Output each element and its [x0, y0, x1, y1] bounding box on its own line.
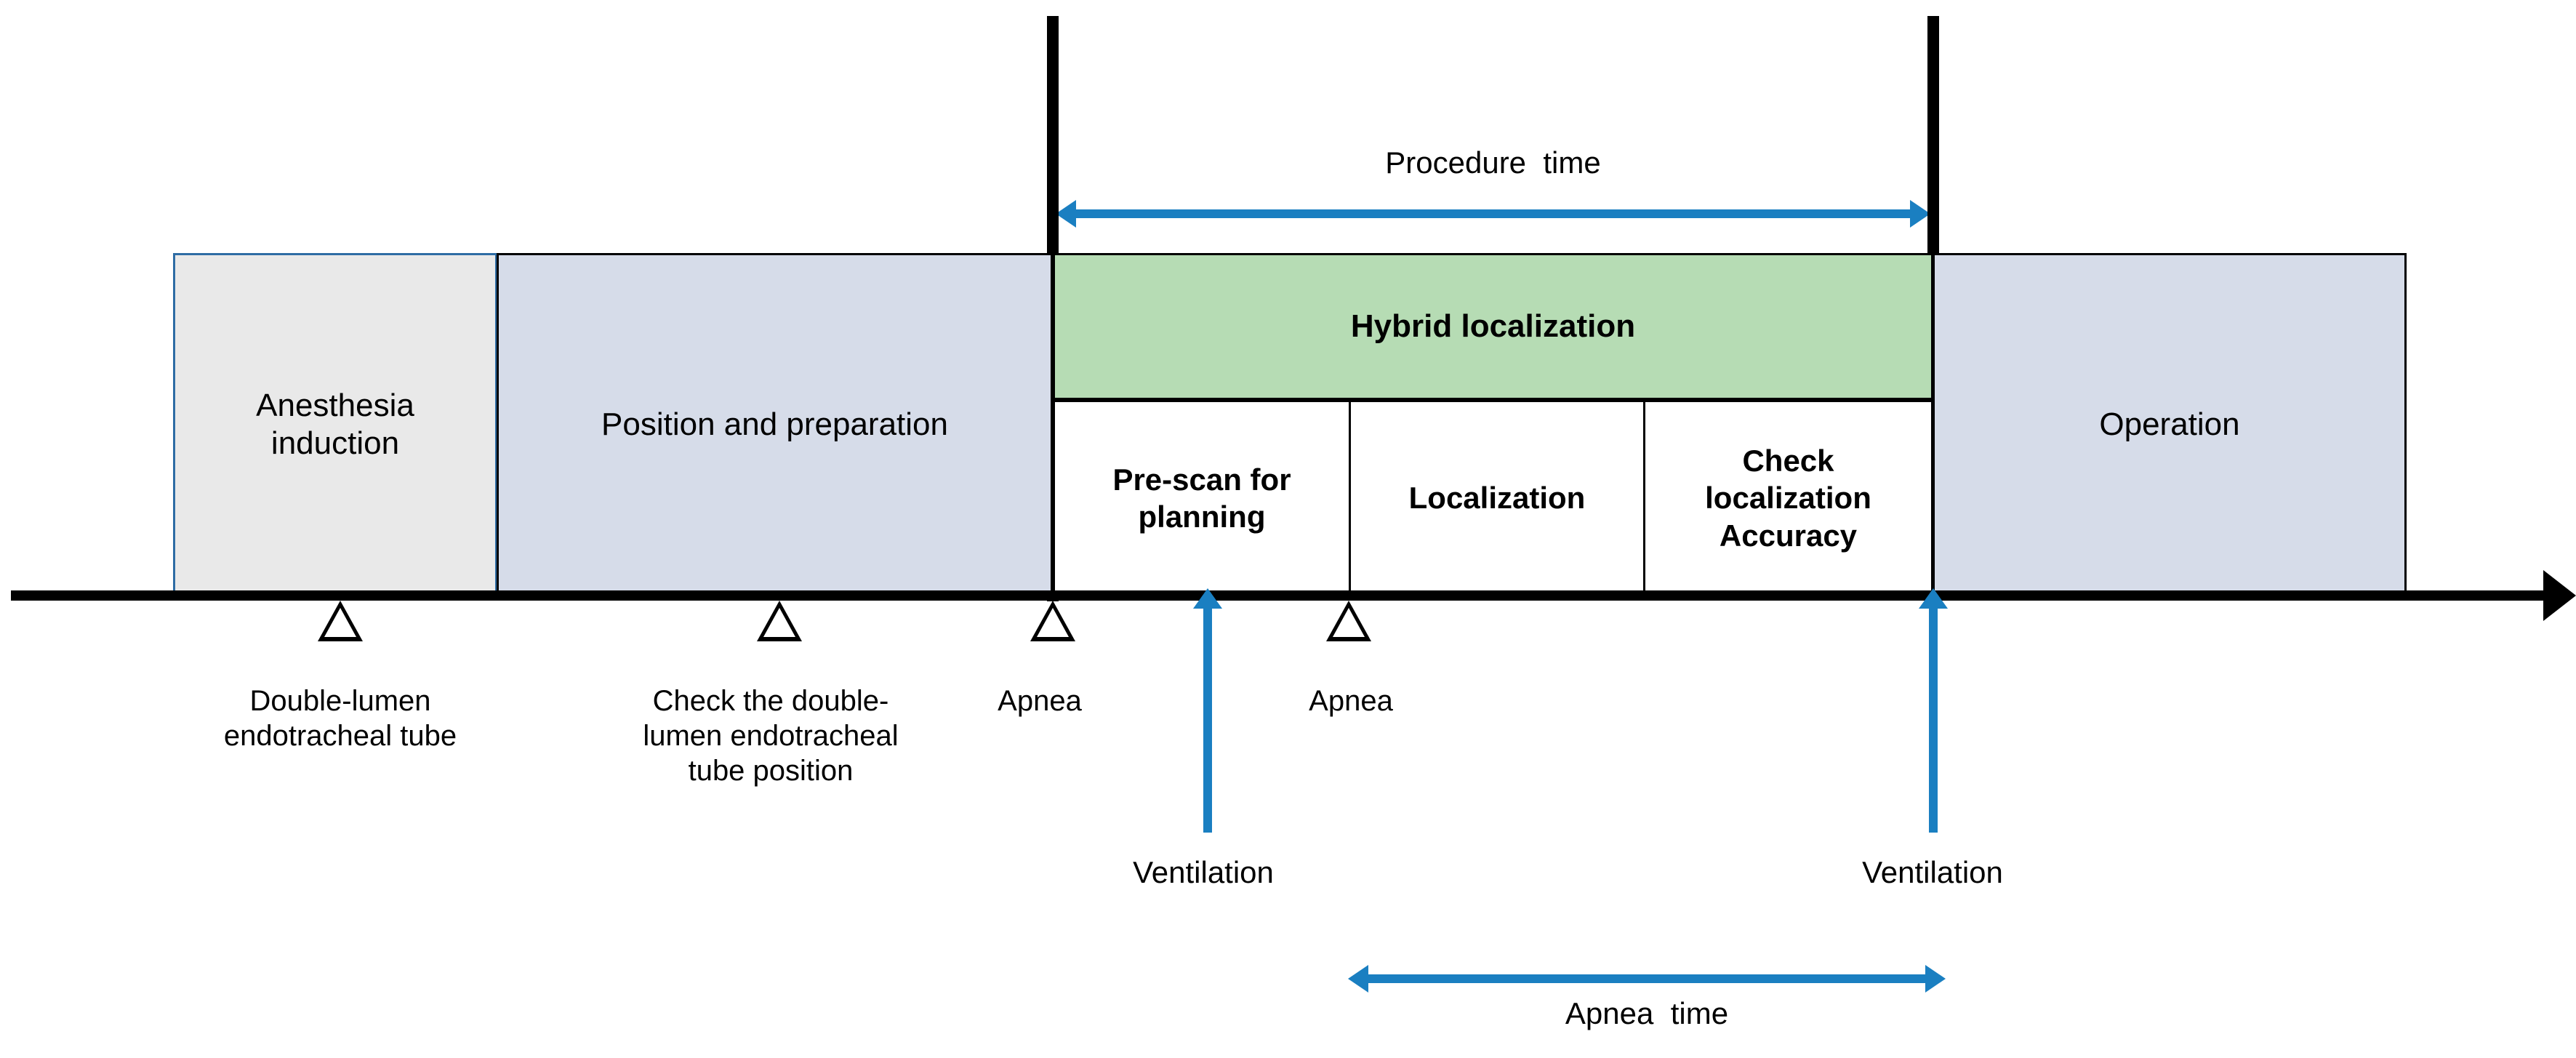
event-marker-triangle-icon-apnea-start: [1030, 601, 1075, 641]
event-label-apnea-second: Apnea: [1309, 685, 1393, 717]
ventilation-first-arrow-icon: [1193, 588, 1222, 833]
ventilation-first-label: Ventilation: [1133, 855, 1274, 889]
timeline-axis: [11, 590, 2556, 601]
procedure-time-arrow: [1056, 200, 1930, 228]
event-label-check-tube-position: Check the double- lumen endotracheal tub…: [643, 685, 899, 787]
event-marker-triangle-icon-check-tube-position: [757, 601, 802, 641]
phase-operation: Operation: [1933, 253, 2407, 596]
phase-position-and-preparation: Position and preparation: [497, 253, 1053, 596]
event-marker-triangle-icon-double-lumen-tube: [318, 601, 363, 641]
hybrid-localization-header: Hybrid localization: [1053, 253, 1933, 400]
phase-anesthesia-induction: Anesthesia induction: [173, 253, 497, 596]
hybrid-step-row: Pre-scan for planning Localization Check…: [1053, 400, 1933, 596]
ventilation-second-label: Ventilation: [1862, 855, 2003, 889]
hybrid-localization-header-label: Hybrid localization: [1350, 308, 1636, 344]
hybrid-step-pre-scan-planning: Pre-scan for planning: [1053, 400, 1351, 596]
ventilation-second-arrow-icon: [1919, 588, 1948, 833]
procedure-time-label: Procedure time: [1385, 145, 1601, 180]
apnea-time-arrow: [1348, 965, 1946, 993]
phase-position-and-preparation-label: Position and preparation: [601, 406, 948, 443]
hybrid-step-pre-scan-planning-label: Pre-scan for planning: [1112, 462, 1291, 534]
hybrid-localization-block: Hybrid localization Pre-scan for plannin…: [1053, 253, 1933, 596]
timeline-arrowhead-icon: [2543, 570, 2576, 621]
hybrid-step-check-accuracy-label: Check localization Accuracy: [1705, 444, 1871, 553]
event-label-apnea-start: Apnea: [998, 685, 1082, 717]
hybrid-step-check-accuracy: Check localization Accuracy: [1645, 400, 1933, 596]
hybrid-step-localization: Localization: [1351, 400, 1645, 596]
event-label-double-lumen-tube: Double-lumen endotracheal tube: [223, 685, 457, 752]
event-marker-triangle-icon-apnea-second: [1326, 601, 1371, 641]
phase-anesthesia-induction-label: Anesthesia induction: [256, 388, 414, 461]
hybrid-step-localization-label: Localization: [1408, 481, 1586, 516]
apnea-time-label: Apnea time: [1565, 996, 1729, 1030]
phase-operation-label: Operation: [2099, 406, 2240, 443]
